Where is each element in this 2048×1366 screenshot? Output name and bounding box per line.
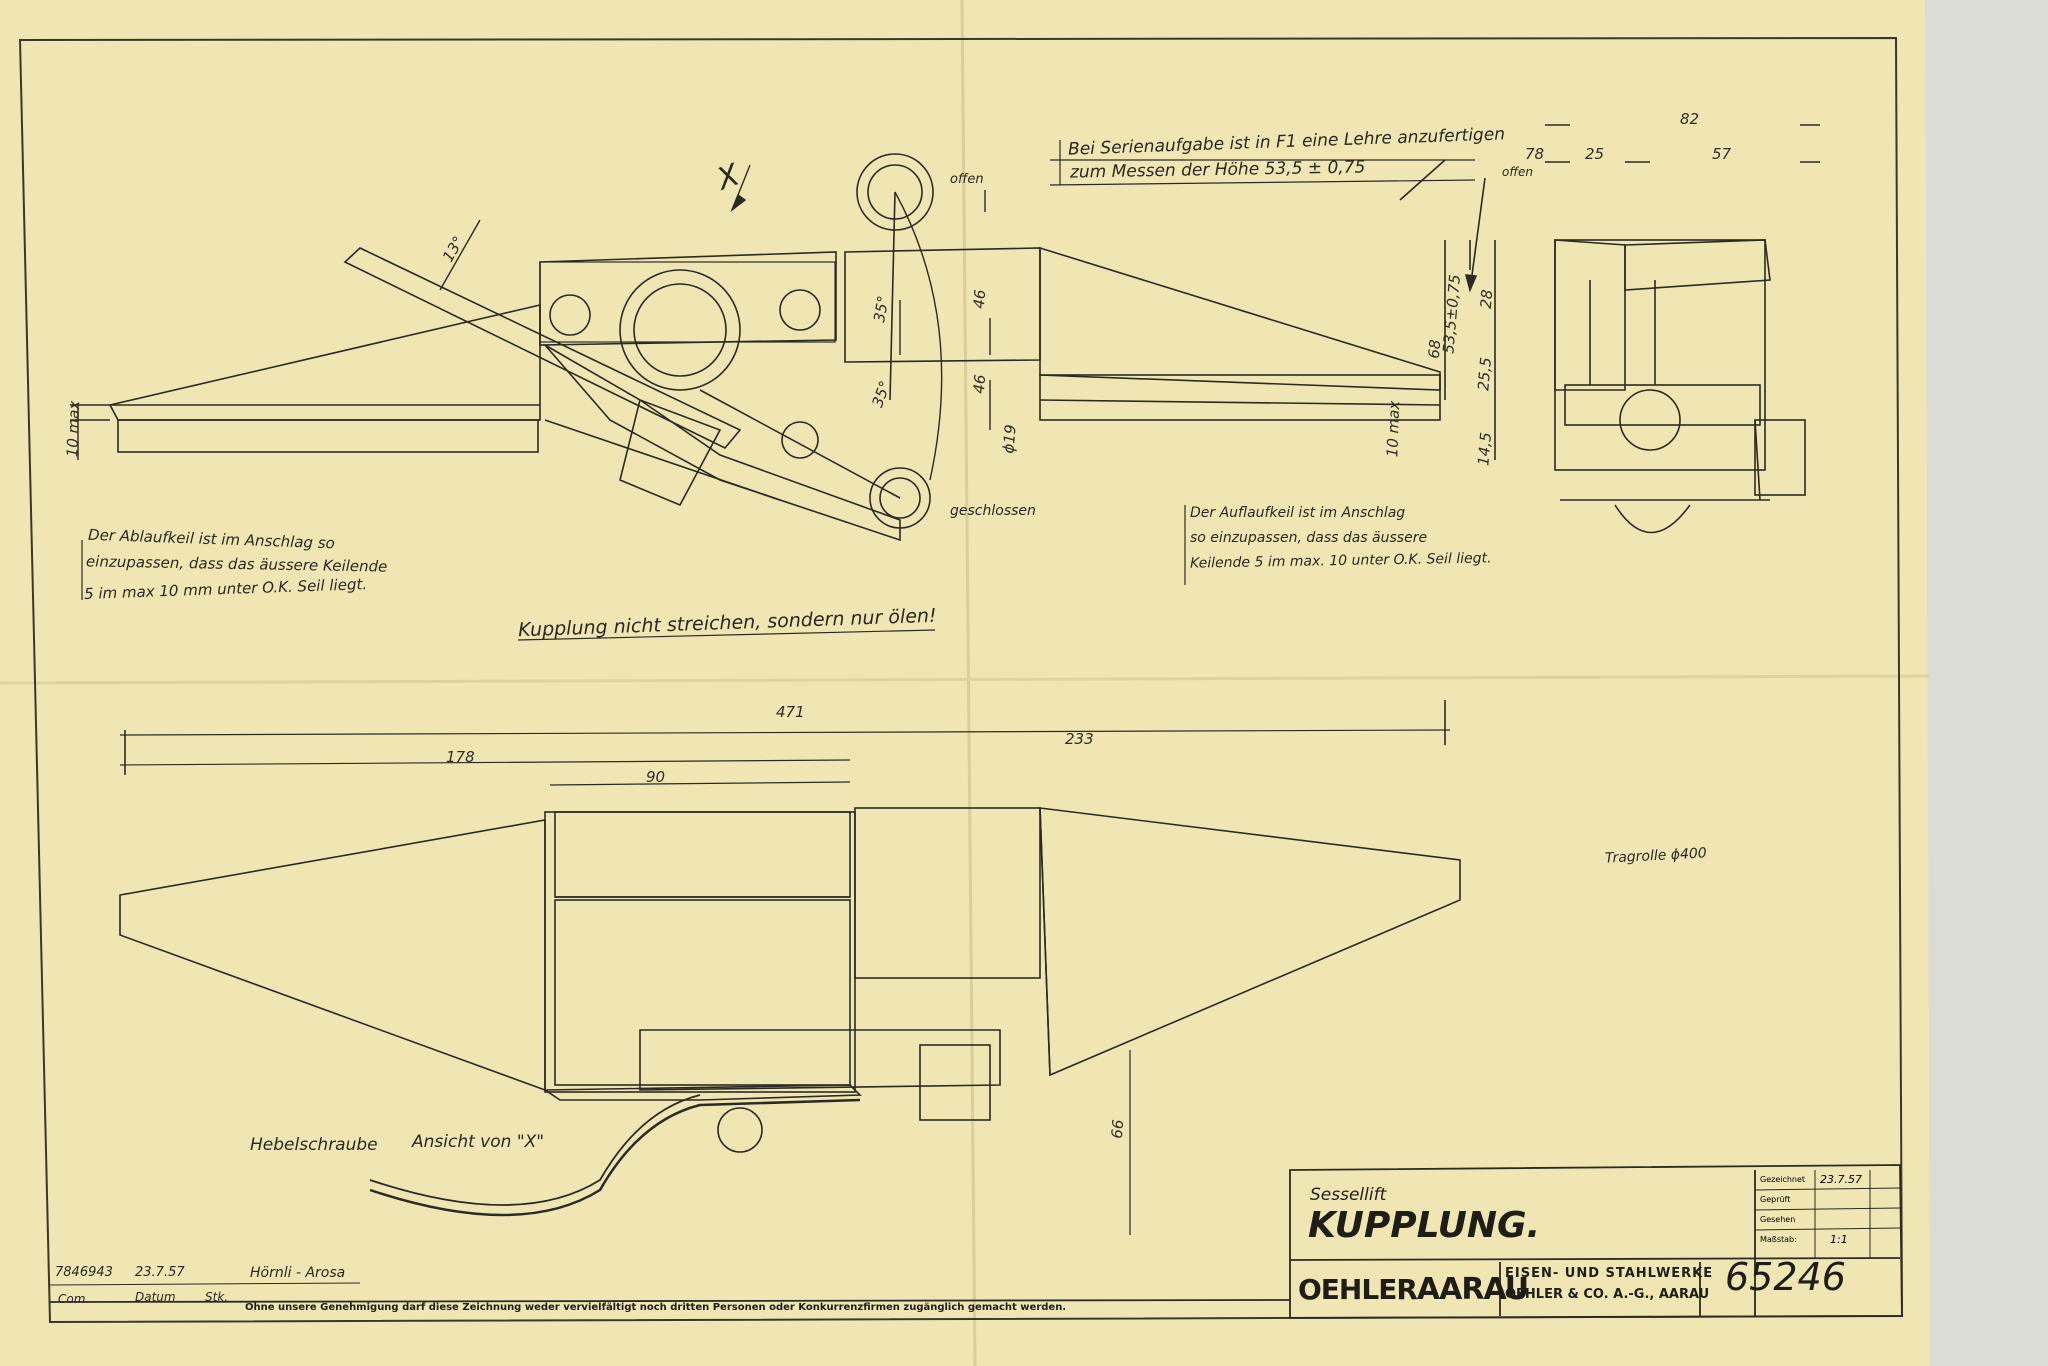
- row-massstab: Maßstab: 1:1: [1760, 1230, 1900, 1250]
- dim-28: 28: [1476, 288, 1497, 310]
- footer-legal-notice: Ohne unsere Genehmigung darf diese Zeich…: [245, 1302, 1067, 1313]
- row-value: 1:1: [1830, 1233, 1848, 1246]
- dim-90: 90: [646, 768, 666, 786]
- drawing-title: KUPPLUNG.: [1308, 1205, 1541, 1246]
- geschlossen-label: geschlossen: [950, 503, 1036, 519]
- brand-oehler: OEHLER: [1298, 1273, 1418, 1306]
- dim-14-5: 14,5: [1474, 431, 1496, 467]
- dim-233: 233: [1065, 730, 1094, 748]
- dim-66: 66: [1107, 1118, 1128, 1140]
- offen-label-1: offen: [950, 172, 984, 187]
- brand-logo: OEHLERAARAU: [1298, 1272, 1529, 1307]
- company-line1: EISEN- UND STAHLWERKE: [1505, 1266, 1714, 1281]
- row-gezeichnet: Gezeichnet 23.7.57: [1760, 1170, 1900, 1190]
- ansicht-label: Ansicht von "X": [412, 1132, 545, 1152]
- offen-label-2: offen: [1502, 165, 1533, 179]
- row-geprueft: Geprüft: [1760, 1190, 1900, 1210]
- hebel-label: Hebelschraube: [250, 1135, 378, 1155]
- brand-aarau: AARAU: [1416, 1272, 1529, 1307]
- side-view-coupling: [108, 153, 1441, 542]
- dim-178: 178: [446, 748, 475, 766]
- dim-57: 57: [1712, 145, 1732, 163]
- footer-ref-no: 7846943: [55, 1265, 113, 1280]
- company-line2: OEHLER & CO. A.-G., AARAU: [1505, 1287, 1710, 1302]
- title-block-rows: Gezeichnet 23.7.57 Geprüft Gesehen Maßst…: [1760, 1170, 1900, 1250]
- end-view-coupling: [1049, 124, 1820, 534]
- dim-10max-left: 10 max: [63, 400, 84, 458]
- dim-46-a: 46: [969, 288, 990, 310]
- paper: [0, 0, 1930, 1366]
- footer-ref-date: 23.7.57: [135, 1265, 185, 1280]
- footer-col-com: Com.: [58, 1292, 90, 1306]
- row-value: 23.7.57: [1820, 1173, 1862, 1186]
- dim-82: 82: [1680, 110, 1700, 128]
- row-label: Gezeichnet: [1760, 1175, 1806, 1184]
- dim-46-b: 46: [969, 373, 990, 395]
- drawing-number: 65246: [1725, 1255, 1846, 1299]
- dim-78: 78: [1525, 145, 1545, 163]
- row-label: Maßstab:: [1760, 1235, 1797, 1244]
- footer-col-datum: Datum: [135, 1290, 176, 1304]
- dim-25-5: 25,5: [1474, 356, 1496, 392]
- dim-471: 471: [776, 703, 805, 721]
- dim-10max-right: 10 max: [1383, 400, 1404, 458]
- footer-col-stk: Stk.: [205, 1290, 229, 1304]
- auflauf-note-line1: Der Auflaufkeil ist im Anschlag: [1190, 505, 1406, 521]
- title-subtitle: Sessellift: [1310, 1185, 1387, 1205]
- dim-phi19: ϕ19: [999, 423, 1020, 455]
- row-label: Geprüft: [1760, 1195, 1791, 1204]
- footer-project: Hörnli - Arosa: [250, 1265, 346, 1281]
- row-label: Gesehen: [1760, 1215, 1796, 1224]
- plan-view-coupling: [119, 700, 1461, 1235]
- dim-25: 25: [1585, 145, 1605, 163]
- row-gesehen: Gesehen: [1760, 1210, 1900, 1230]
- title-block-frame: [49, 1164, 1903, 1319]
- auflauf-note-line2: so einzupassen, dass das äussere: [1190, 530, 1428, 546]
